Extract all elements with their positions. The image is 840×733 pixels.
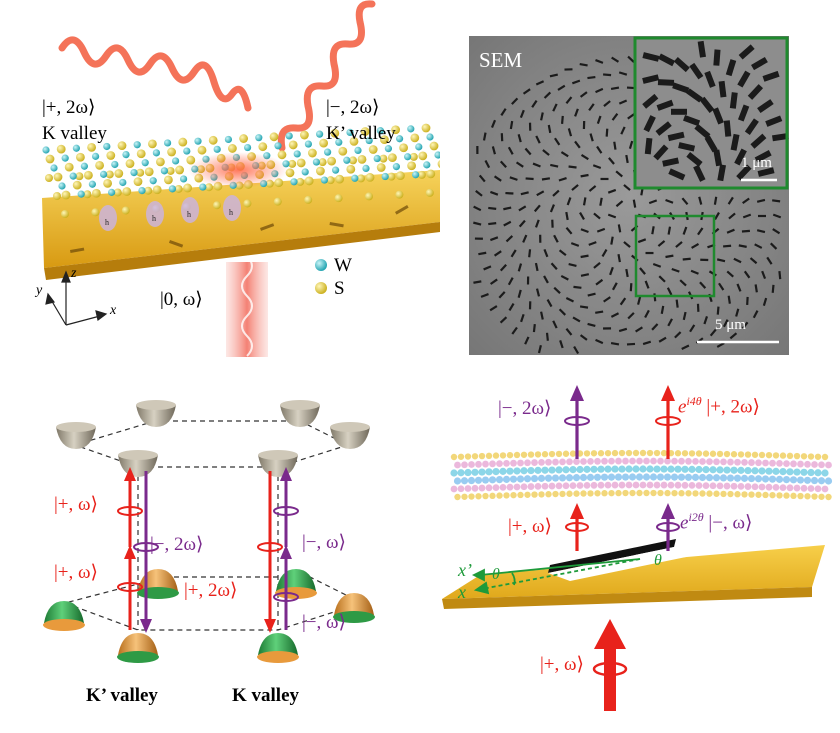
ket-minus-omega-mid: |−, ω⟩ — [708, 512, 753, 534]
theta-slit-label: θ — [654, 552, 662, 569]
sem-micrograph — [469, 36, 789, 355]
ket-k-valley-shg: |+, 2ω⟩ — [42, 97, 96, 118]
ket-minus-2omega: |−, 2ω⟩ — [150, 534, 204, 555]
inset-scale-label: 1 μm — [741, 155, 772, 171]
axis-z-label: z — [71, 266, 77, 281]
sem-nanoslit-pattern — [473, 55, 782, 355]
phase-base-mid: e — [680, 512, 689, 534]
ket-plus-omega-mid: |+, ω⟩ — [508, 516, 552, 537]
emitted-2omega-arrows — [564, 385, 681, 459]
panel-d-graphic — [442, 385, 833, 711]
theta-angle-label: θ — [492, 566, 500, 583]
excitons: h h h h — [99, 195, 241, 231]
ket-plus-omega-upper: |+, ω⟩ — [54, 494, 98, 515]
panel-c-graphic — [43, 400, 375, 663]
ket-plus-omega-lower: |+, ω⟩ — [54, 562, 98, 583]
legend-w-label: W — [334, 255, 352, 276]
ket-pump: |0, ω⟩ — [160, 289, 203, 310]
k-valley-bottom-label: K valley — [232, 685, 300, 706]
emitted-helix-right — [277, 0, 376, 152]
phase-i4theta-ket: ei4θ |+, 2ω⟩ — [678, 395, 760, 416]
legend-w-atom — [315, 259, 327, 271]
k-valley-label: K valley — [42, 123, 107, 144]
svg-text:h: h — [152, 214, 156, 223]
omega-arrows-between — [565, 503, 680, 551]
phase-i2theta-ket: ei2θ |−, ω⟩ — [680, 511, 752, 532]
ket-plus-2omega: |+, 2ω⟩ — [184, 580, 238, 601]
ket-minus-2omega-top: |−, 2ω⟩ — [498, 398, 552, 419]
legend-s-label: S — [334, 278, 345, 299]
sem-inset-slits — [642, 40, 789, 182]
gold-plate — [442, 545, 825, 599]
pump-beam — [226, 262, 268, 357]
kp-valley-label: K’ valley — [326, 123, 396, 144]
ket-kp-valley-shg: |−, 2ω⟩ — [326, 97, 380, 118]
sem-zoom-box — [634, 214, 716, 298]
main-scale-label: 5 μm — [715, 317, 746, 333]
gold-nanoslits — [69, 205, 409, 253]
ket-plus-2omega-top: |+, 2ω⟩ — [706, 396, 760, 418]
gold-substrate-edge — [44, 222, 440, 280]
slit-axes — [471, 558, 641, 595]
ket-minus-omega-lower: |−, ω⟩ — [302, 612, 346, 633]
panel-b-sem-image: SEM 1 μm 5 μm — [469, 36, 789, 355]
ket-minus-omega-upper: |−, ω⟩ — [302, 532, 346, 553]
svg-text:h: h — [187, 210, 191, 219]
panel-a-graphic: h h h h — [42, 0, 450, 357]
ket-input-beam: |+, ω⟩ — [540, 654, 584, 675]
input-beam-arrow — [592, 619, 628, 711]
incident-helix-left — [58, 36, 252, 112]
panel-a-valley-nonlinear-illustration: h h h h |+, 2ω⟩ K valley |−, 2ω⟩ K’ vall… — [0, 0, 450, 360]
coordinate-axes — [45, 270, 108, 326]
panel-d-geometric-phase: |−, 2ω⟩ ei4θ |+, 2ω⟩ |+, ω⟩ ei2θ |−, ω⟩ … — [440, 375, 840, 729]
panel-c-valley-selection-rules: |+, ω⟩ |+, ω⟩ |−, 2ω⟩ |+, 2ω⟩ |−, ω⟩ |−,… — [0, 375, 440, 729]
phase-exponent-mid: i2θ — [688, 510, 704, 524]
conduction-band-cones — [56, 400, 370, 477]
svg-text:h: h — [229, 208, 233, 217]
kp-valley-bottom-label: K’ valley — [86, 685, 158, 706]
svg-text:h: h — [105, 218, 109, 227]
sem-label: SEM — [479, 48, 523, 72]
legend-s-atom — [315, 282, 327, 294]
pump-beam-wave — [241, 255, 253, 357]
kp-valley-transition-arrows — [117, 467, 159, 633]
gold-substrate — [42, 170, 440, 268]
ws2-monolayer-slab — [450, 449, 833, 501]
gold-plate-edge — [442, 587, 812, 609]
phase-base: e — [678, 396, 687, 418]
axis-x-label-d: x — [458, 582, 466, 602]
axis-y-label: y — [36, 283, 43, 298]
k-valley-transition-arrows — [257, 467, 299, 633]
phase-exponent: i4θ — [686, 394, 702, 408]
axis-x-prime: x’ — [458, 560, 472, 580]
focus-glow — [188, 152, 288, 188]
axis-x-label: x — [110, 303, 117, 318]
